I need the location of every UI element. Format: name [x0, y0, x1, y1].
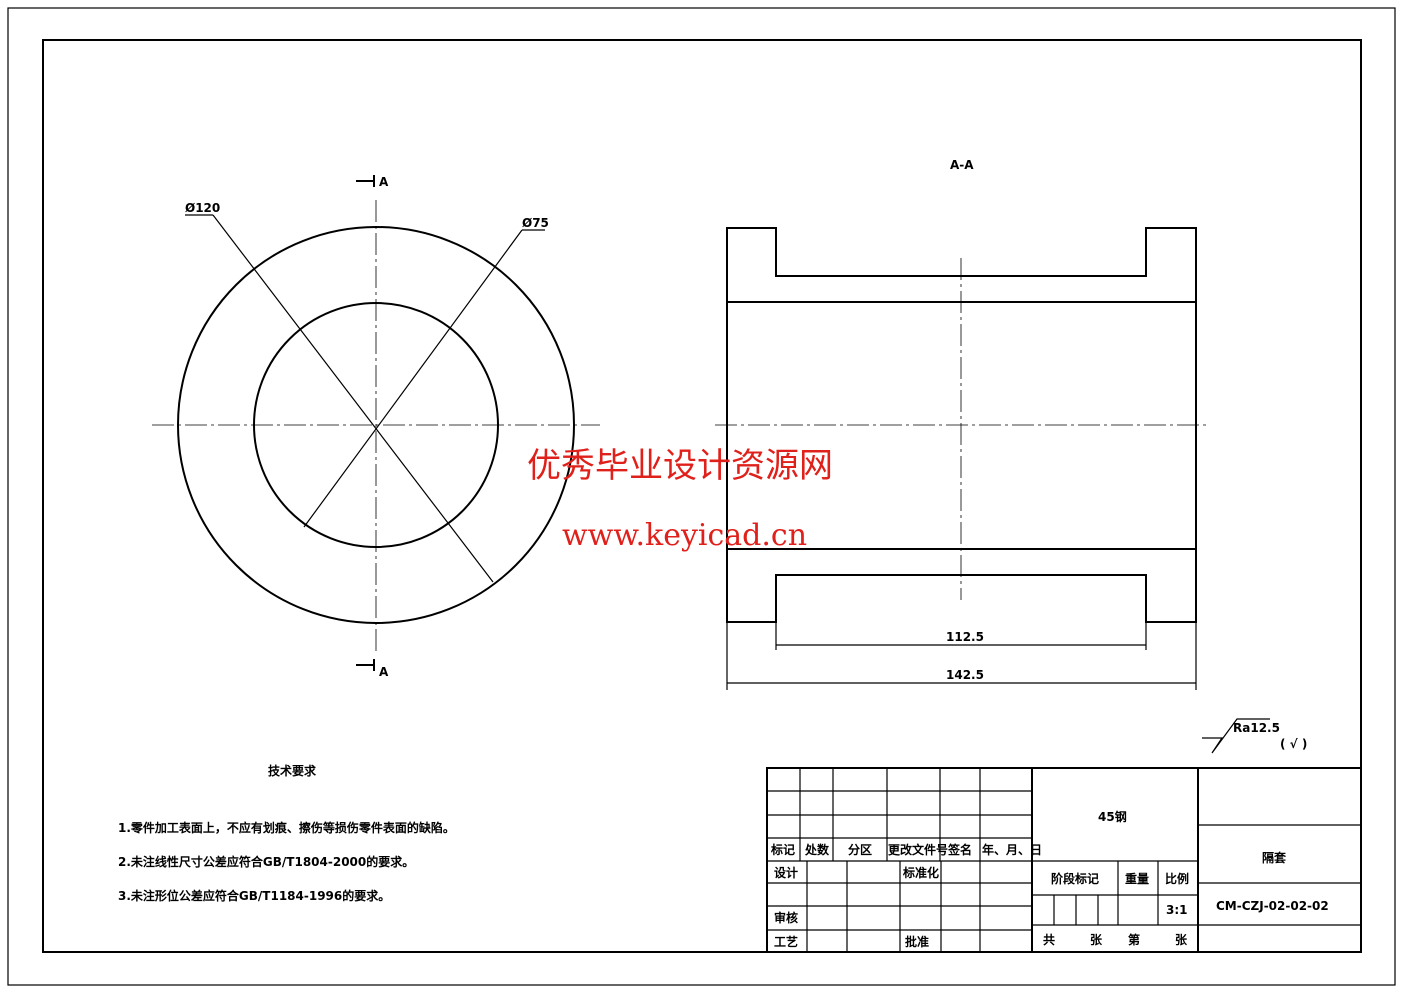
drawing-frame — [42, 39, 1362, 953]
stage-label: 阶段标记 — [1051, 871, 1099, 886]
drawing-number: CM-CZJ-02-02-02 — [1216, 899, 1329, 913]
title-block: 标记 处数 分区 更改文件号 签名 年、月、日 设计 标准化 审核 工艺 批准 … — [766, 767, 1362, 953]
sheets-unit: 张 — [1090, 932, 1103, 947]
process-label: 工艺 — [774, 934, 798, 949]
roughness-value: Ra12.5 — [1233, 721, 1280, 735]
sheets-total-label: 共 — [1043, 932, 1055, 947]
review-label: 审核 — [774, 910, 798, 925]
part-name: 隔套 — [1262, 850, 1287, 865]
weight-label: 重量 — [1125, 871, 1149, 886]
cut-label-bottom: A — [379, 665, 389, 679]
front-view: Ø120 Ø75 A A — [152, 175, 600, 679]
header-date: 年、月、日 — [982, 842, 1042, 857]
header-mark: 标记 — [770, 842, 795, 857]
roughness-symbol: Ra12.5 ( √ ) — [1202, 718, 1307, 754]
watermark-url: www.keyicad.cn — [562, 518, 807, 553]
outer-diameter-dim: Ø120 — [185, 201, 220, 215]
watermark-title: 优秀毕业设计资源网 — [527, 446, 833, 486]
inner-length-dim: 112.5 — [946, 630, 984, 644]
material: 45钢 — [1098, 809, 1127, 824]
design-label: 设计 — [774, 865, 798, 880]
section-view: A-A 112.5 142.5 — [715, 158, 1210, 690]
tech-req-item: 1.零件加工表面上，不应有划痕、擦伤等损伤零件表面的缺陷。 — [118, 820, 455, 835]
tech-req-item: 2.未注线性尺寸公差应符合GB/T1804-2000的要求。 — [118, 854, 414, 869]
approve-label: 批准 — [905, 934, 929, 949]
tech-req-title: 技术要求 — [268, 763, 317, 778]
scale-value: 3:1 — [1166, 903, 1188, 917]
outer-border — [7, 7, 1396, 986]
standard-label: 标准化 — [902, 865, 939, 880]
roughness-other: ( √ ) — [1280, 737, 1307, 751]
inner-diameter-dim: Ø75 — [522, 216, 549, 230]
header-change-doc: 更改文件号 — [888, 842, 948, 857]
section-label: A-A — [950, 158, 974, 172]
header-count: 处数 — [804, 842, 830, 857]
scale-label: 比例 — [1165, 871, 1189, 886]
tech-req-item: 3.未注形位公差应符合GB/T1184-1996的要求。 — [118, 888, 390, 903]
header-signature: 签名 — [947, 842, 972, 857]
sheet-unit: 张 — [1175, 932, 1188, 947]
outer-length-dim: 142.5 — [946, 668, 984, 682]
header-zone: 分区 — [848, 842, 872, 857]
sheet-number-label: 第 — [1128, 932, 1140, 947]
cut-label-top: A — [379, 175, 389, 189]
